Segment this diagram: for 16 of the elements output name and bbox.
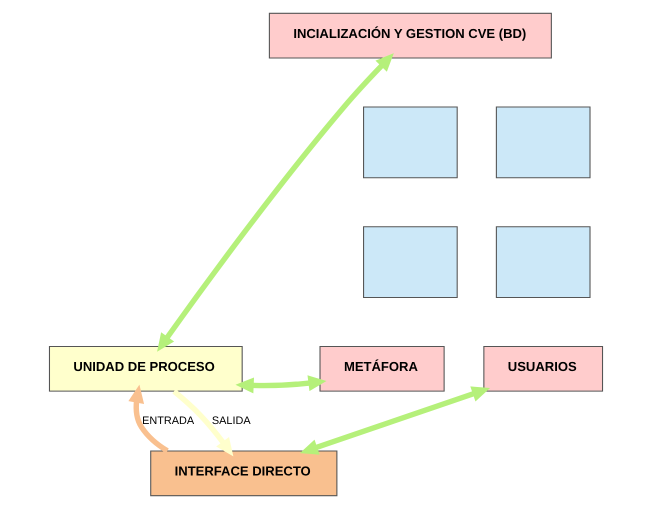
arrow bbox=[234, 374, 326, 393]
node-box: USUARIOS bbox=[482, 345, 603, 392]
arrow bbox=[128, 384, 168, 453]
node-box: METÁFORA bbox=[318, 345, 444, 392]
arrow bbox=[299, 386, 490, 454]
node-box bbox=[362, 106, 458, 178]
edge-label: SALIDA bbox=[211, 414, 250, 426]
node-box bbox=[495, 106, 590, 178]
edge-label: ENTRADA bbox=[142, 414, 194, 426]
node-box bbox=[362, 226, 458, 298]
node-box: UNIDAD DE PROCESO bbox=[48, 345, 242, 392]
arrow bbox=[172, 388, 233, 456]
node-box bbox=[495, 226, 590, 298]
node-box: INTERFACE DIRECTO bbox=[150, 450, 337, 496]
node-box: INCIALIZACIÓN Y GESTION CVE (BD) bbox=[268, 12, 552, 58]
arrow bbox=[156, 52, 394, 352]
